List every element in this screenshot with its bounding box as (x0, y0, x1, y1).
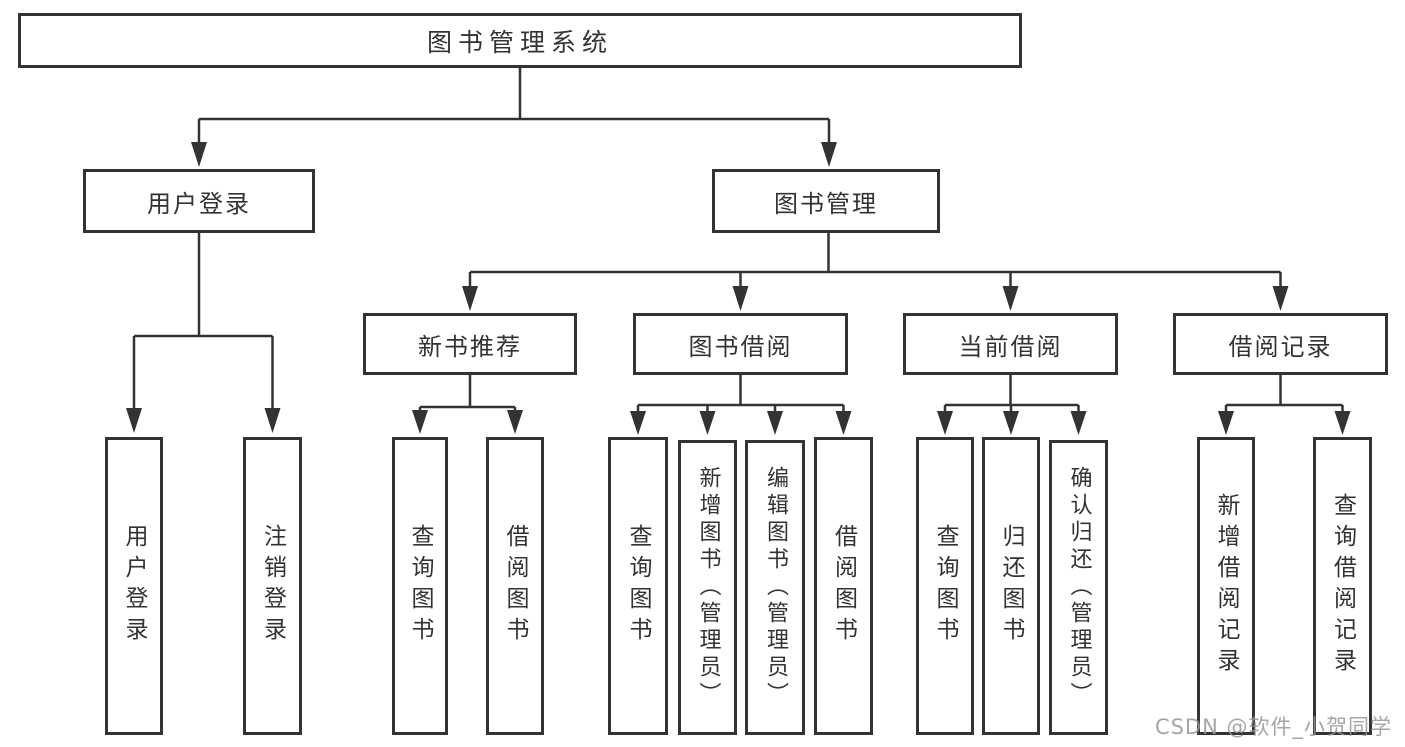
node-user-login-branch: 用户登录 (83, 169, 315, 233)
node-nbr-query-book-label: 查询图书 (407, 524, 433, 648)
node-bb-borrow-book: 借阅图书 (814, 437, 873, 735)
node-nbr-query-book: 查询图书 (392, 437, 448, 735)
node-br-query-record: 查询借阅记录 (1313, 437, 1372, 735)
node-bb-add-book-label: 新增图书（管理员） (695, 466, 721, 709)
node-br-query-record-label: 查询借阅记录 (1329, 493, 1356, 679)
node-new-book-recommend: 新书推荐 (363, 313, 577, 375)
node-current-borrow: 当前借阅 (903, 313, 1118, 375)
node-cb-query-book: 查询图书 (916, 437, 974, 735)
node-cb-return-book: 归还图书 (982, 437, 1040, 735)
node-borrow-records: 借阅记录 (1173, 313, 1388, 375)
node-nbr-borrow-book-label: 借阅图书 (502, 524, 528, 648)
node-root: 图书管理系统 (18, 13, 1022, 68)
watermark: CSDN @软件_小贺同学 (1154, 715, 1392, 739)
node-user-login: 用户登录 (105, 437, 163, 735)
node-logout-login-label: 注销登录 (259, 524, 286, 648)
node-root-label: 图书管理系统 (426, 27, 613, 57)
node-cb-return-book-label: 归还图书 (998, 524, 1024, 648)
node-book-borrow-label: 图书借阅 (688, 332, 793, 361)
node-cb-query-book-label: 查询图书 (932, 524, 958, 648)
node-borrow-records-label: 借阅记录 (1228, 332, 1333, 361)
node-nbr-borrow-book: 借阅图书 (486, 437, 544, 735)
node-user-login-label: 用户登录 (121, 524, 147, 648)
node-bb-edit-book-label: 编辑图书（管理员） (763, 466, 788, 709)
node-bb-query-book-label: 查询图书 (625, 524, 651, 648)
node-bb-add-book: 新增图书（管理员） (678, 440, 737, 735)
node-bb-edit-book: 编辑图书（管理员） (745, 440, 805, 735)
node-user-login-branch-label: 用户登录 (147, 189, 251, 218)
node-br-add-record: 新增借阅记录 (1197, 437, 1255, 735)
node-book-borrow: 图书借阅 (633, 313, 848, 375)
node-logout-login: 注销登录 (243, 437, 302, 735)
node-new-book-recommend-label: 新书推荐 (418, 332, 522, 361)
node-bb-query-book: 查询图书 (608, 437, 668, 735)
node-current-borrow-label: 当前借阅 (958, 332, 1063, 361)
node-cb-confirm-return-label: 确认归还（管理员） (1066, 466, 1092, 709)
node-book-management-label: 图书管理 (774, 189, 878, 218)
node-br-add-record-label: 新增借阅记录 (1213, 493, 1239, 679)
node-book-management: 图书管理 (712, 169, 940, 233)
node-cb-confirm-return: 确认归还（管理员） (1049, 440, 1108, 735)
node-bb-borrow-book-label: 借阅图书 (830, 524, 857, 648)
